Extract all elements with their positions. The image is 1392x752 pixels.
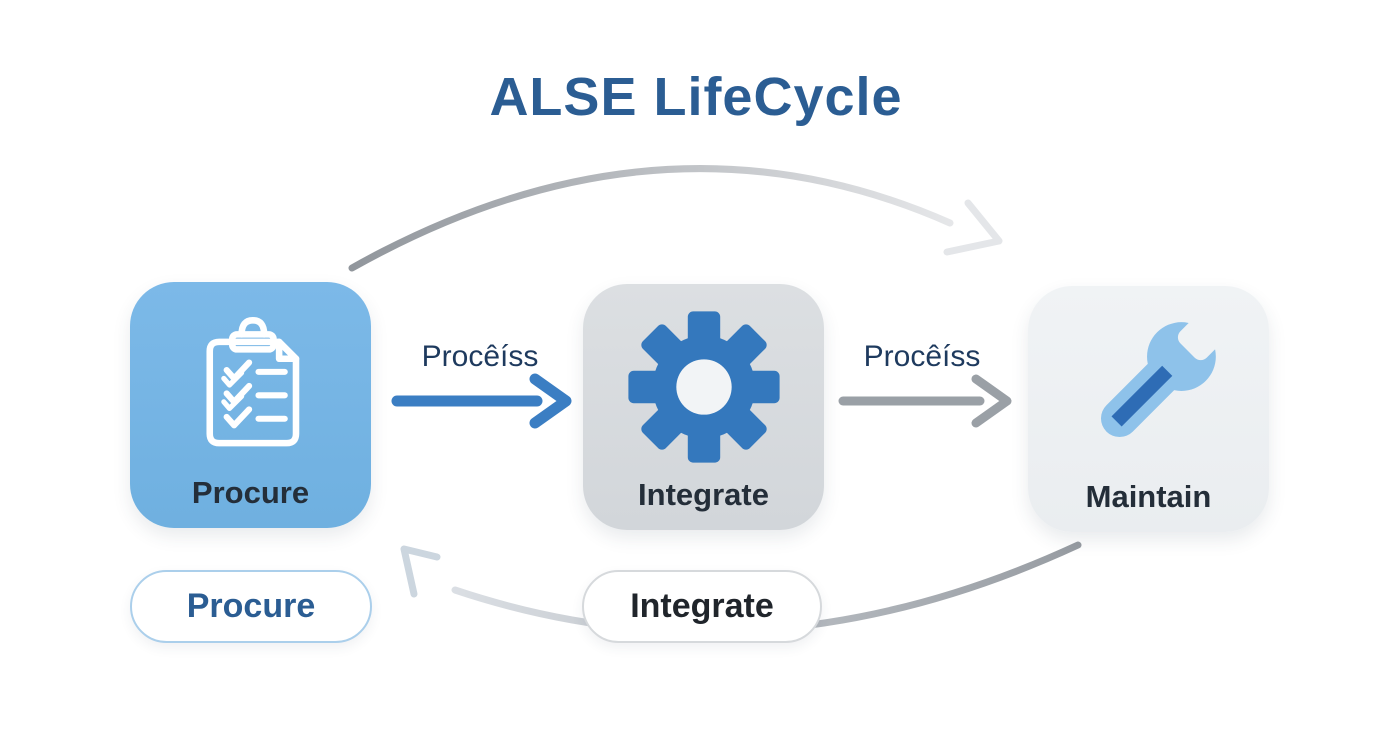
stage-procure-icon-wrap <box>176 282 326 477</box>
stage-integrate: Integrate <box>583 284 824 530</box>
gear-icon <box>627 310 780 463</box>
stage-procure-label: Procure <box>191 475 310 510</box>
arrow-procure-to-integrate-icon <box>391 373 572 429</box>
stage-maintain-icon-wrap <box>1063 286 1235 481</box>
page-title: ALSE LifeCycle <box>489 67 903 127</box>
stage-maintain-label: Maintain <box>1085 479 1212 514</box>
stage-integrate-icon-wrap <box>623 284 785 479</box>
pill-procure: Procure <box>130 570 372 643</box>
flow-label-integrate-maintain: Procêíss <box>863 340 981 373</box>
stage-integrate-label: Integrate <box>638 477 769 512</box>
cycle-forward-arrow <box>348 165 1003 272</box>
checklist-icon <box>205 316 299 446</box>
pill-integrate: Integrate <box>582 570 822 643</box>
wrench-icon <box>1100 311 1226 437</box>
stage-procure: Procure <box>130 282 371 528</box>
cycle-forward-arrowhead-icon <box>943 199 1003 256</box>
pill-integrate-label: Integrate <box>630 587 774 625</box>
arrow-integrate-to-maintain-icon <box>838 374 1012 428</box>
stage-maintain: Maintain <box>1028 286 1269 532</box>
flow-label-procure-integrate: Procêíss <box>421 340 539 373</box>
pill-procure-label: Procure <box>186 587 316 625</box>
cycle-return-arrowhead-icon <box>400 545 441 598</box>
